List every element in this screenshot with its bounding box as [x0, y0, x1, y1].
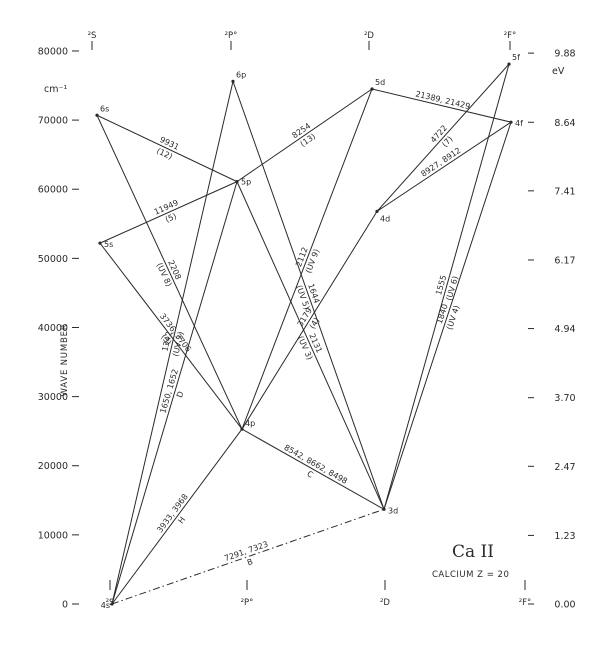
level-label-4p: 4p — [245, 419, 255, 428]
level-dot-5f — [507, 62, 511, 66]
transition-5p-5s — [99, 181, 238, 244]
transition-label: C — [305, 469, 315, 480]
level-label-6p: 6p — [236, 70, 246, 79]
y-tick-label: 40000 — [38, 323, 68, 334]
transition-label: D — [175, 390, 185, 398]
transition-4p-5s — [99, 242, 243, 430]
level-label-6s: 6s — [100, 104, 109, 113]
ev-ticks: 0.00 1.23 2.47 3.70 4.94 6.17 7.41 8.64 9.88 — [528, 49, 576, 611]
transition-4s-4p — [111, 428, 243, 605]
level-label-4f: 4f — [515, 119, 523, 128]
level-label-5p: 5p — [241, 178, 251, 187]
level-dot-4p — [240, 427, 244, 431]
level-label-5s: 5s — [104, 240, 113, 249]
left-axis: cm⁻¹ WAVE NUMBER — [44, 84, 70, 396]
diagram-subtitle: CALCIUM Z = 20 — [432, 570, 509, 580]
diagram-title: Ca II — [452, 542, 494, 562]
level-dot-4f — [509, 120, 513, 124]
column-term-top: ²F° — [504, 31, 517, 41]
transition-5d-4f — [371, 88, 512, 123]
transition-label: (5) — [164, 211, 178, 224]
unit-ev-label: eV — [552, 66, 565, 77]
energy-levels: 4s 5s 6s 4p 5p 6p 3d 4d 5d 4f 5f — [95, 53, 523, 610]
y-tick-label: 0 — [62, 600, 68, 611]
ev-tick-label: 2.47 — [554, 462, 575, 473]
y-tick-label: 70000 — [38, 116, 68, 127]
ev-tick-label: 4.94 — [554, 324, 575, 335]
level-dot-4d — [375, 209, 379, 213]
transition-label: 8927, 8912 — [419, 146, 462, 179]
transition-4s-6p — [111, 81, 234, 605]
column-term-top: ²P° — [225, 31, 238, 41]
ev-tick-label: 6.17 — [554, 255, 575, 266]
y-tick-label: 50000 — [38, 254, 68, 265]
transition-label: 3933, 3968 — [155, 492, 190, 534]
transition-4p-3d — [241, 428, 385, 510]
transition-4d-5f — [376, 63, 510, 212]
column-term-bottom: ²D — [380, 598, 390, 608]
level-label-4d: 4d — [380, 214, 390, 223]
transition-4p-4d — [241, 211, 378, 430]
transition-4d-4f — [376, 121, 512, 212]
column-term-bottom: ²F° — [519, 598, 532, 608]
level-label-3d: 3d — [388, 506, 398, 515]
y-tick-label: 10000 — [38, 530, 68, 541]
column-term-bottom: ²P° — [241, 598, 254, 608]
transition-label: (4) — [308, 316, 322, 330]
level-label-5d: 5d — [375, 78, 385, 87]
level-dot-4s — [110, 602, 114, 606]
diagram-title-block: Ca II CALCIUM Z = 20 — [432, 542, 509, 580]
transition-4s-3d — [111, 508, 385, 605]
ev-tick-label: 0.00 — [554, 600, 575, 611]
level-dot-6p — [231, 79, 235, 83]
ev-tick-label: 8.64 — [554, 118, 575, 129]
right-axis: eV — [552, 66, 565, 77]
ev-tick-label: 1.23 — [554, 531, 575, 542]
transition-5p-5d — [236, 88, 373, 183]
y-tick-label: 80000 — [38, 46, 68, 57]
transition-4s-5p — [111, 181, 238, 605]
transition-label: B — [246, 557, 254, 567]
y-tick-label: 30000 — [38, 392, 68, 403]
ev-tick-label: 3.70 — [554, 393, 575, 404]
transition-5p-6s — [96, 114, 238, 183]
y-tick-label: 20000 — [38, 461, 68, 472]
level-dot-3d — [382, 507, 386, 511]
level-label-5f: 5f — [512, 53, 520, 62]
column-term-top: ²D — [364, 31, 374, 41]
wavenumber-ticks: 0 10000 20000 30000 40000 50000 60000 70000 8000… — [38, 46, 79, 611]
transition-4p-5d — [241, 88, 373, 430]
level-dot-5s — [98, 241, 102, 245]
term-columns: ²S ²P° ²D ²F° ²S ²P° ²D ²F° — [88, 31, 532, 608]
transition-label: H — [176, 515, 187, 525]
y-tick-label: 60000 — [38, 185, 68, 196]
transition-label: 21389, 21429 — [415, 89, 472, 111]
level-dot-5d — [370, 87, 374, 91]
column-term-bottom: ²S — [106, 598, 115, 608]
column-term-top: ²S — [88, 31, 97, 41]
level-label-4s: 4s — [101, 601, 110, 610]
transition-label: 8542, 8662, 8498 — [282, 443, 348, 486]
transition-4p-6s — [96, 115, 243, 430]
transition-5p-3d — [236, 181, 385, 510]
transition-3d-5f — [383, 63, 510, 510]
ev-tick-label: 7.41 — [554, 186, 575, 197]
transition-3d-4f — [383, 122, 512, 510]
transition-6p-3d — [232, 81, 385, 510]
level-dot-5p — [235, 180, 239, 184]
ev-tick-label: 9.88 — [554, 49, 575, 60]
level-dot-6s — [95, 113, 99, 117]
unit-cm-label: cm⁻¹ — [44, 84, 67, 95]
axis-title-wave-number: WAVE NUMBER — [60, 324, 70, 397]
